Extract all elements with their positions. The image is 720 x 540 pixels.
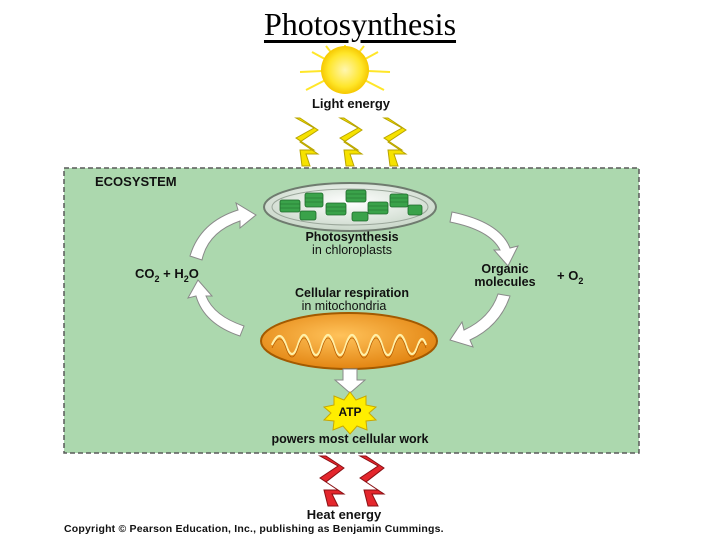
heat-energy-bolts (318, 455, 386, 507)
light-energy-label: Light energy (312, 96, 391, 111)
chloroplast-location-label: in chloroplasts (312, 243, 392, 257)
light-bolt-icon (338, 117, 364, 167)
atp-label: ATP (338, 405, 361, 419)
arrow-to-atp-icon (333, 368, 367, 394)
ecosystem-label: ECOSYSTEM (95, 174, 177, 189)
photosynthesis-label: Photosynthesis (305, 230, 398, 244)
light-bolt-icon (382, 117, 408, 167)
arrow-to-organic-icon (449, 211, 519, 267)
heat-bolt-icon (318, 455, 346, 507)
arrow-to-mitochondria-icon (449, 293, 511, 348)
light-bolt-icon (294, 117, 320, 167)
arrow-to-chloroplast-icon (189, 201, 257, 261)
cellular-respiration-label: Cellular respiration (295, 286, 409, 300)
copyright-notice: Copyright © Pearson Education, Inc., pub… (64, 523, 444, 535)
organic-label: Organic (481, 262, 528, 276)
light-energy-bolts (294, 117, 408, 167)
mitochondrion-icon (260, 312, 438, 370)
molecules-label: molecules (474, 275, 535, 289)
chloroplast-icon (263, 182, 437, 232)
atp-burst-icon (322, 391, 378, 435)
cycle-arrows (187, 201, 519, 348)
mitochondria-location-label: in mitochondria (302, 299, 387, 313)
arrow-to-co2-icon (187, 279, 245, 337)
page-title: Photosynthesis (263, 6, 457, 42)
o2-label: + O2 (557, 268, 583, 286)
heat-bolt-icon (358, 455, 386, 507)
co2-h2o-label: CO2 + H2O (135, 266, 199, 284)
heat-energy-label: Heat energy (307, 507, 382, 522)
sun-icon (299, 45, 391, 94)
powers-work-label: powers most cellular work (272, 432, 429, 446)
